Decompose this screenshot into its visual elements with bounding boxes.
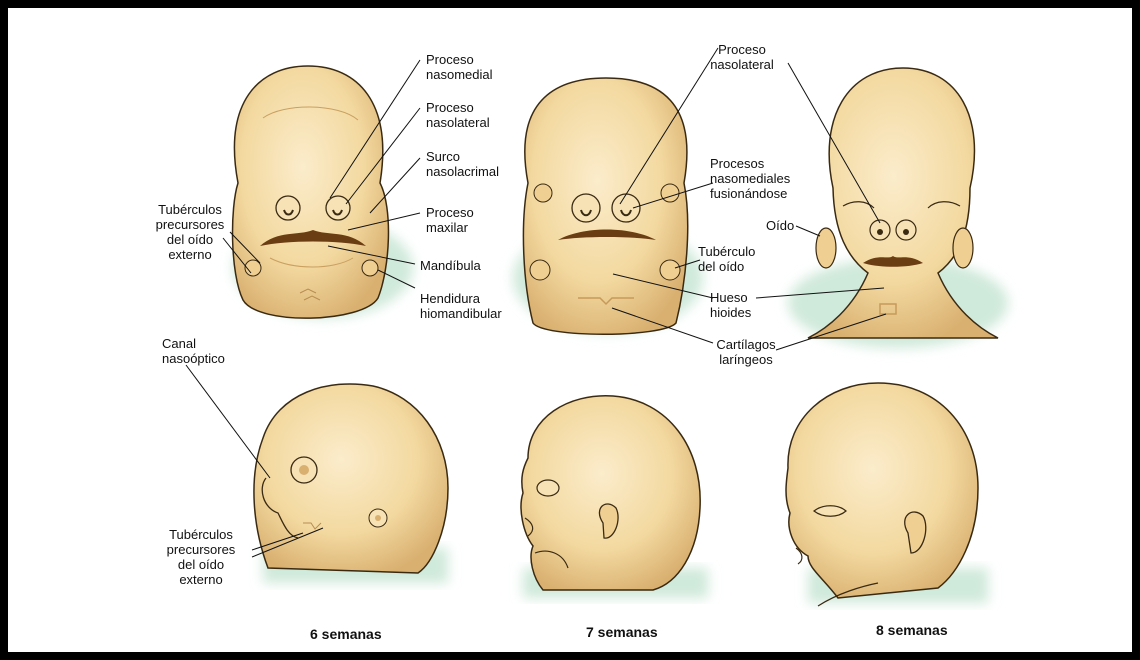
embryo-6-weeks-frontal bbox=[233, 66, 413, 318]
caption-6-semanas: 6 semanas bbox=[310, 626, 382, 642]
label-tuberculos-precursores-bottom: Tubérculos precursores del oído externo bbox=[156, 527, 246, 587]
embryo-7-weeks-lateral bbox=[521, 396, 708, 598]
figure-panel: Proceso nasomedial Proceso nasolateral S… bbox=[8, 8, 1132, 652]
caption-8-semanas: 8 semanas bbox=[876, 622, 948, 638]
label-mandibula: Mandíbula bbox=[420, 258, 481, 273]
embryo-8-weeks-frontal bbox=[788, 68, 1008, 348]
label-proceso-nasolateral-6w: Proceso nasolateral bbox=[426, 100, 490, 130]
embryo-6-weeks-lateral bbox=[254, 384, 448, 583]
label-surco-nasolacrimal: Surco nasolacrimal bbox=[426, 149, 499, 179]
label-cartilagos-laringeos: Cartílagos laríngeos bbox=[708, 337, 784, 367]
label-tuberculo-del-oido: Tubérculo del oído bbox=[698, 244, 755, 274]
label-hendidura-hiomandibular: Hendidura hiomandibular bbox=[420, 291, 502, 321]
label-hueso-hioides: Hueso hioides bbox=[710, 290, 751, 320]
label-oido: Oído bbox=[766, 218, 794, 233]
label-tuberculos-precursores-top: Tubérculos precursores del oído externo bbox=[146, 202, 234, 262]
label-canal-nasooptico: Canal nasoóptico bbox=[162, 336, 225, 366]
label-proceso-nasolateral-8w: Proceso nasolateral bbox=[692, 42, 792, 72]
label-proceso-maxilar: Proceso maxilar bbox=[426, 205, 474, 235]
caption-7-semanas: 7 semanas bbox=[586, 624, 658, 640]
label-proceso-nasomedial: Proceso nasomedial bbox=[426, 52, 493, 82]
embryo-8-weeks-lateral bbox=[786, 383, 988, 606]
label-procesos-nasomediales: Procesos nasomediales fusionándose bbox=[710, 156, 790, 201]
